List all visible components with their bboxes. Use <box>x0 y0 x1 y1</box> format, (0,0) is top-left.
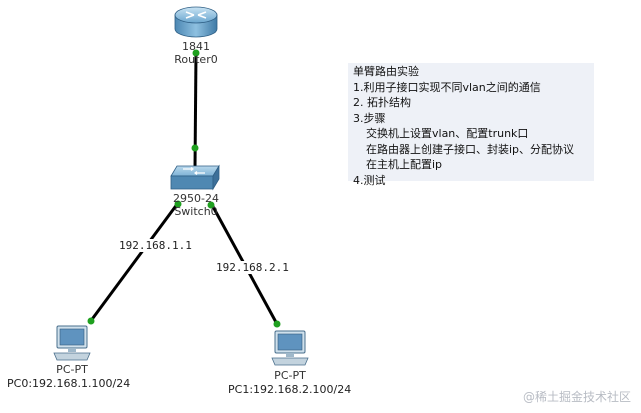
port-indicator <box>192 49 200 57</box>
port-indicator <box>191 144 199 152</box>
switch-name-label: Switch0 <box>174 205 218 218</box>
notes-step: 在主机上配置ip <box>366 158 443 171</box>
router-name-label: Router0 <box>174 53 218 66</box>
pc0-type-label: PC-PT <box>56 363 88 376</box>
pc1-ip-caption: PC1:192.168.2.100/24 <box>228 383 352 396</box>
notes-line: 1.利用子接口实现不同vlan之间的通信 <box>353 80 541 94</box>
pc1-icon[interactable] <box>270 329 310 367</box>
port-indicator <box>174 200 182 208</box>
switch-icon[interactable] <box>169 163 221 193</box>
notes-step: 交换机上设置vlan、配置trunk口 <box>366 127 529 140</box>
port-indicator <box>207 201 215 209</box>
router-model-label: 1841 <box>182 40 210 53</box>
pc0-ip-caption: PC0:192.168.1.100/24 <box>7 377 131 390</box>
switch-model-label: 2950-24 <box>173 192 219 205</box>
notes-title: 单臂路由实验 <box>353 65 419 78</box>
link-label-pc1: 192.168.2.1 <box>216 261 289 274</box>
notes-line: 2. 拓扑结构 <box>353 96 411 109</box>
router-icon[interactable] <box>173 5 219 39</box>
port-indicator <box>87 317 95 325</box>
notes-box[interactable]: 单臂路由实验 1.利用子接口实现不同vlan之间的通信 2. 拓扑结构 3.步骤… <box>348 63 594 187</box>
notes-line: 4.测试 <box>353 173 386 187</box>
pc1-type-label: PC-PT <box>274 369 306 382</box>
notes-step: 在路由器上创建子接口、封装ip、分配协议 <box>366 142 575 156</box>
port-indicator <box>273 320 281 328</box>
pc0-icon[interactable] <box>52 324 92 362</box>
link-switch-pc0[interactable] <box>88 202 180 323</box>
watermark: @稀土掘金技术社区 <box>522 390 631 404</box>
link-label-pc0: 192.168.1.1 <box>119 239 192 252</box>
notes-line: 3.步骤 <box>353 111 386 125</box>
